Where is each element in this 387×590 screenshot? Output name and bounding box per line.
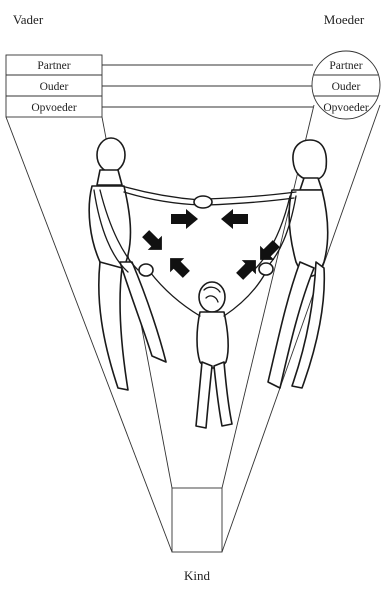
mother-title: Moeder bbox=[324, 12, 365, 27]
arrow-right bbox=[171, 209, 198, 229]
child-figure bbox=[150, 272, 266, 428]
father-role-opvoeder: Opvoeder bbox=[31, 102, 77, 114]
father-arm-up bbox=[122, 186, 200, 200]
child-arm-left bbox=[150, 272, 200, 316]
father-title: Vader bbox=[13, 12, 44, 27]
held-hands-right bbox=[259, 263, 273, 275]
mother-role-ouder: Ouder bbox=[332, 81, 361, 93]
child-box bbox=[172, 488, 222, 552]
father-leg-right bbox=[120, 262, 166, 362]
child-title: Kind bbox=[184, 568, 211, 583]
mother-head bbox=[293, 140, 326, 180]
held-hands-left bbox=[139, 264, 153, 276]
child-head bbox=[199, 282, 225, 312]
arrow-left bbox=[221, 209, 248, 229]
mother-role-opvoeder: Opvoeder bbox=[323, 102, 369, 114]
child-leg-left bbox=[196, 362, 212, 428]
father-roles-box: Partner Ouder Opvoeder bbox=[6, 55, 102, 117]
mother-neck bbox=[300, 178, 322, 190]
father-role-partner: Partner bbox=[37, 60, 70, 72]
mother-arm-up bbox=[206, 192, 296, 199]
role-connector-lines bbox=[102, 65, 313, 107]
family-illustration bbox=[89, 138, 327, 428]
child-leg-right bbox=[214, 362, 232, 426]
child-arm-right bbox=[224, 272, 266, 316]
mother-role-partner: Partner bbox=[329, 60, 362, 72]
father-head bbox=[97, 138, 125, 172]
arrow-diagonal-down-right bbox=[139, 227, 169, 257]
child-torso bbox=[197, 312, 228, 368]
father-neck bbox=[97, 170, 122, 185]
joined-hands bbox=[194, 196, 212, 208]
father-role-ouder: Ouder bbox=[40, 81, 69, 93]
mother-roles-circle: Partner Ouder Opvoeder bbox=[312, 51, 380, 119]
arrow-diagonal-up-left bbox=[163, 251, 193, 281]
